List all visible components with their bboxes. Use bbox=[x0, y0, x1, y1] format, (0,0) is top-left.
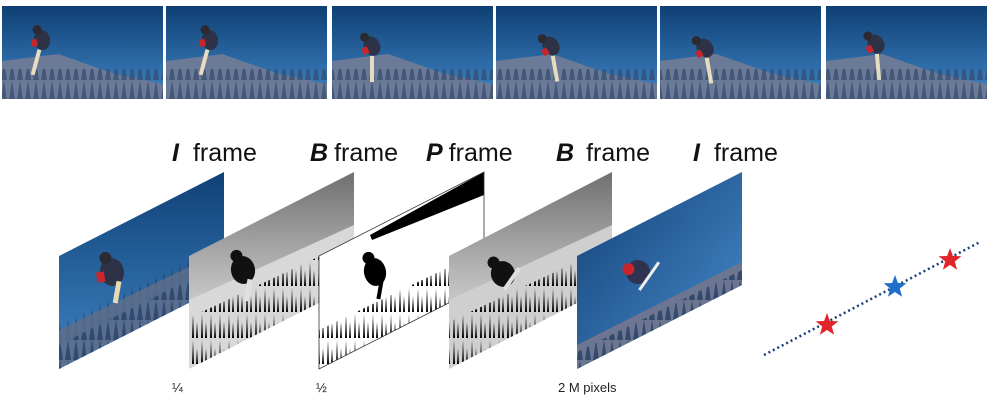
filmstrip-frame bbox=[660, 6, 821, 99]
blue-star-icon bbox=[883, 275, 907, 297]
caption-quarter: ¼ bbox=[172, 380, 183, 395]
motion-vector-illustration bbox=[763, 240, 981, 357]
caption-half: ½ bbox=[316, 380, 327, 395]
snowboarder-figure bbox=[863, 31, 885, 81]
video-filmstrip bbox=[2, 6, 987, 99]
dotted-trajectory-line bbox=[763, 240, 981, 357]
caption-pixels: 2 M pixels bbox=[558, 380, 617, 395]
red-star-icon bbox=[815, 313, 839, 335]
filmstrip-frame bbox=[332, 6, 493, 99]
red-star-icon bbox=[938, 248, 962, 270]
snowboarder-figure bbox=[30, 25, 51, 76]
snowboarder-figure bbox=[198, 25, 219, 76]
snowboarder-figure bbox=[691, 36, 714, 84]
snowboarder-figure bbox=[95, 251, 125, 304]
snowboarder-figure bbox=[360, 32, 381, 82]
filmstrip-frame bbox=[2, 6, 163, 99]
snowboarder-figure bbox=[537, 34, 560, 82]
filmstrip-frame bbox=[166, 6, 327, 99]
filmstrip-frame bbox=[826, 6, 987, 99]
filmstrip-frame bbox=[496, 6, 657, 99]
